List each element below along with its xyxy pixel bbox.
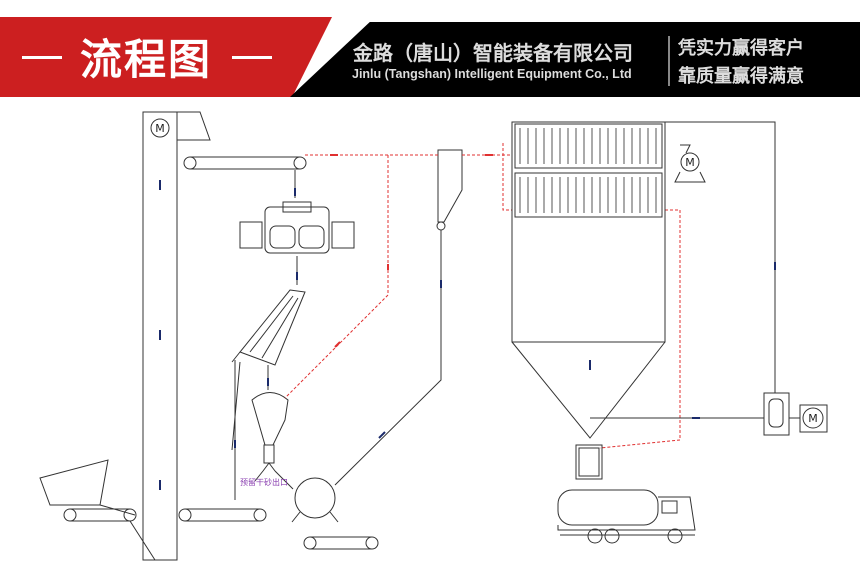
company-name-cn: 金路（唐山）智能装备有限公司	[353, 41, 633, 65]
air-tank	[763, 392, 790, 436]
slogan-2: 靠质量赢得满意	[678, 66, 804, 87]
feed-belt-conveyor	[63, 508, 156, 561]
fan-motor	[674, 144, 706, 183]
discharge-belt-conveyor	[303, 536, 379, 550]
dust-flow-lines	[284, 143, 681, 449]
title-dash-left	[22, 56, 62, 59]
slogan-1: 凭实力赢得客户	[678, 38, 804, 59]
header-divider	[668, 36, 670, 86]
header-black-banner	[290, 22, 860, 97]
company-name-en: Jinlu (Tangshan) Intelligent Equipment C…	[352, 67, 632, 81]
vibrating-screen	[231, 289, 306, 451]
motor-label: M	[155, 122, 165, 135]
bottom-belt-conveyor	[178, 508, 267, 522]
top-belt-conveyor	[183, 156, 307, 170]
compressor-motor-label: M	[808, 412, 818, 425]
title-dash-right	[232, 56, 272, 59]
cyclone	[334, 149, 463, 486]
tanker-truck	[557, 489, 696, 544]
dry-sand-outlet-label: 预留干砂出口	[240, 478, 288, 487]
clean-air-line	[665, 121, 776, 393]
fan-motor-label: M	[685, 156, 695, 169]
product-bin	[575, 444, 603, 480]
baghouse-filter	[511, 121, 666, 439]
page-title: 流程图	[80, 35, 213, 84]
dryer-drum	[291, 477, 339, 523]
compressor-motor	[799, 404, 828, 433]
feed-hopper	[39, 459, 109, 506]
bucket-elevator: M	[142, 111, 211, 561]
classifier	[251, 392, 294, 490]
crusher	[239, 201, 355, 254]
